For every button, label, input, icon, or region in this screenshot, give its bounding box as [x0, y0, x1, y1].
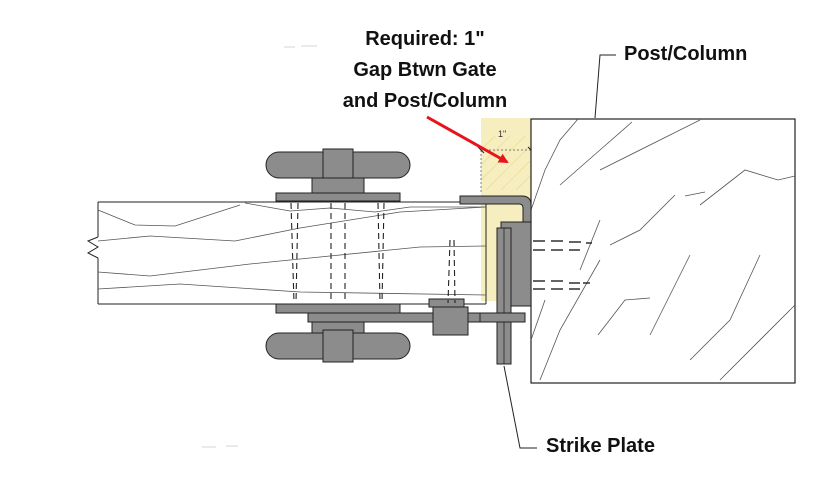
dim-tick-left: [477, 146, 485, 154]
strike-plate-label: Strike Plate: [546, 435, 655, 457]
top-clamp-plate: [275, 192, 401, 202]
top-clamp-neck: [311, 177, 365, 195]
latch-pin: [479, 312, 526, 323]
post-column-leader: [594, 54, 616, 119]
post-column-texture: [530, 118, 796, 381]
top-handle-hub: [322, 148, 354, 182]
bottom-handle-hub: [322, 329, 354, 363]
latch-block-top: [428, 298, 465, 308]
latch-block: [432, 306, 469, 336]
strike-plate-leader: [503, 365, 537, 449]
post-column-label: Post/Column: [624, 43, 748, 65]
anchor-dashes: [533, 240, 592, 290]
gate-beam-texture: [97, 202, 487, 296]
gap-dimension-label: 1": [498, 129, 507, 139]
scan-artifacts: [202, 45, 317, 448]
bottom-clamp-plate: [275, 303, 401, 314]
hidden-bolts: [290, 202, 456, 304]
post-column-body: [530, 118, 796, 384]
red-arrow: [426, 115, 509, 164]
required-callout-line1: Required: 1": [365, 28, 485, 50]
required-gap-callout: Required: 1" Gap Btwn Gate and Post/Colu…: [300, 24, 550, 117]
required-callout-line3: and Post/Column: [342, 90, 508, 112]
gate-beam: [86, 201, 487, 305]
required-callout-line2: Gap Btwn Gate: [353, 59, 497, 81]
